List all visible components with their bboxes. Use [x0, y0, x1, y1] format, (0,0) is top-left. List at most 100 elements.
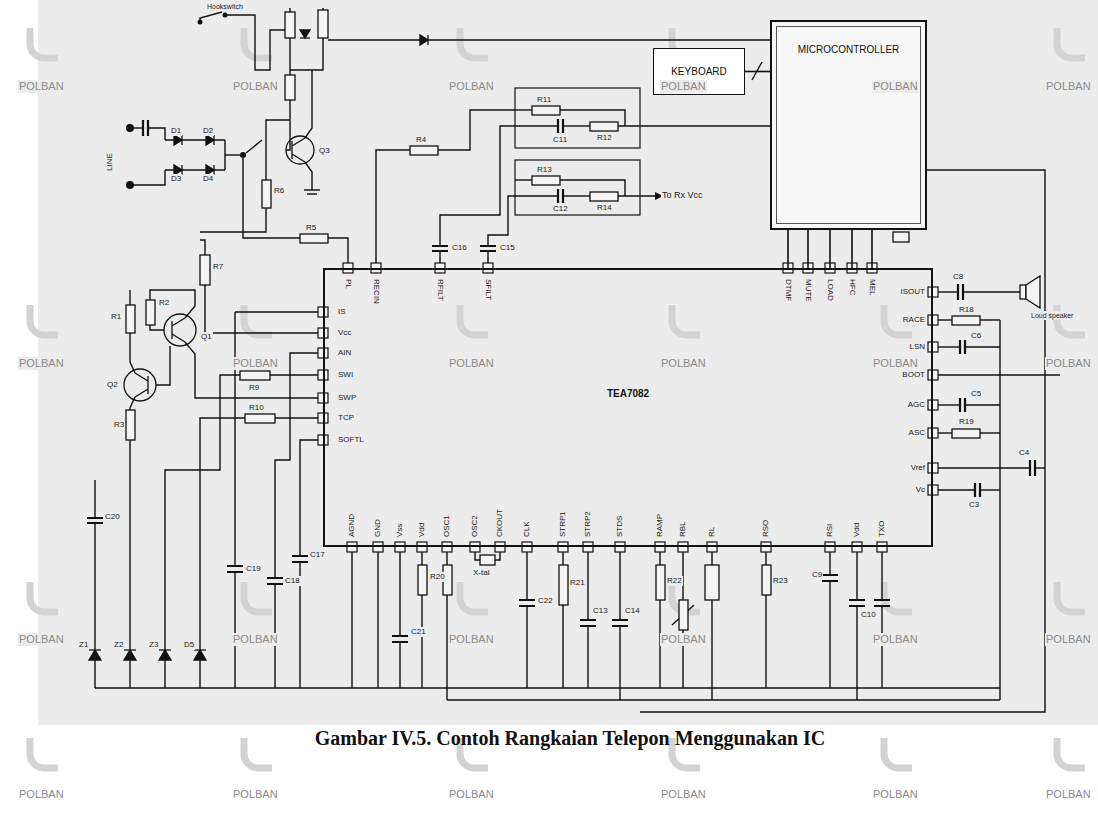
part-label: C16	[451, 243, 468, 253]
wire	[439, 251, 440, 263]
resistor-symbol	[590, 122, 618, 131]
watermark: POLBAN	[232, 357, 279, 370]
wire	[965, 404, 1000, 405]
transistor-symbol	[172, 318, 185, 342]
pin-name: Vdd	[417, 522, 427, 538]
part-label: C8	[952, 272, 964, 282]
part-label: R13	[536, 165, 553, 175]
wire	[305, 70, 312, 138]
part-label: R11	[536, 95, 552, 105]
wire	[376, 150, 410, 263]
wire	[938, 489, 975, 490]
ic-pin	[442, 542, 452, 552]
pin-name: Vss	[395, 523, 405, 538]
wire	[447, 699, 1000, 700]
wire	[765, 595, 766, 688]
part-label: R9	[248, 383, 260, 393]
wire	[563, 195, 590, 196]
part-label: D3	[170, 174, 182, 184]
pin-wire	[745, 71, 770, 73]
resistor-symbol	[200, 255, 210, 285]
pin-name: DTMF	[783, 278, 793, 302]
pin-name: Vcc	[337, 328, 352, 338]
watermark: POLBAN	[232, 633, 279, 646]
wire	[980, 432, 1000, 433]
ic-pin	[417, 542, 427, 552]
capacitor-symbol	[822, 575, 838, 581]
part-label: C10	[860, 610, 877, 620]
diode-symbol	[159, 650, 171, 660]
part-label: D1	[170, 126, 182, 136]
pin-name: AGC	[907, 400, 926, 410]
pin-name: CKOUT	[495, 508, 505, 538]
watermark: POLBAN	[872, 633, 919, 646]
wire	[95, 687, 1000, 688]
wire	[150, 325, 164, 330]
part-label: R7	[212, 262, 224, 272]
wire	[711, 600, 712, 700]
capacitor-symbol	[227, 566, 243, 572]
resistor-symbol	[952, 316, 980, 325]
pin-name: Vc	[915, 485, 926, 495]
pin-name: LOAD	[825, 278, 835, 302]
wire	[495, 552, 500, 560]
ic-pin	[615, 542, 625, 552]
wire	[1035, 467, 1045, 468]
resistor-symbol	[300, 234, 328, 243]
wire	[562, 605, 563, 688]
ic-pin	[373, 542, 383, 552]
wire	[305, 162, 312, 190]
ic-pin	[928, 400, 938, 410]
capacitor-symbol	[267, 578, 283, 584]
watermark: POLBAN	[660, 788, 707, 801]
pin-name: RAMP	[655, 513, 665, 538]
part-label: D5	[183, 640, 195, 650]
part-label: C17	[309, 550, 326, 560]
diode-symbol	[194, 649, 206, 650]
wire	[938, 291, 958, 292]
watermark: POLBAN	[1045, 80, 1092, 93]
terminal-dot	[223, 13, 228, 18]
wire	[938, 319, 952, 320]
transistor-symbol	[286, 136, 314, 164]
part-label: C22	[537, 596, 554, 606]
part-label: Q1	[200, 332, 213, 342]
pin-name: ISOUT	[900, 287, 926, 297]
ic-pin	[928, 342, 938, 352]
resistor-symbol	[952, 429, 980, 438]
pin-name: STRP2	[583, 510, 593, 538]
watermark-logo	[1057, 28, 1085, 58]
wire	[129, 290, 130, 305]
wire	[619, 552, 620, 620]
capacitor-symbol	[874, 600, 890, 606]
capacitor-symbol	[480, 246, 496, 251]
wire	[377, 552, 378, 688]
capacitor-symbol	[960, 398, 965, 412]
pin-name: MEL	[867, 278, 877, 296]
watermark: POLBAN	[18, 357, 65, 370]
wire	[640, 170, 1045, 712]
part-label: C13	[592, 606, 609, 616]
wire	[94, 480, 95, 518]
node-text: MICROCONTROLLER	[798, 44, 900, 55]
watermark-logo	[244, 582, 272, 612]
wire	[300, 440, 318, 556]
wire	[829, 581, 830, 688]
wire	[980, 489, 1000, 490]
ic-pin	[347, 542, 357, 552]
pin-name: RSI	[825, 523, 835, 538]
wire	[488, 196, 515, 246]
capacitor-symbol	[580, 620, 596, 626]
wire	[246, 140, 262, 153]
pin-name: AGND	[347, 513, 357, 538]
wire	[399, 642, 400, 688]
wire	[225, 154, 240, 155]
ic-pin	[583, 542, 593, 552]
pin-name: SFILT	[483, 278, 493, 301]
wire	[563, 125, 590, 126]
wire	[200, 418, 245, 688]
pin-name: SWI	[337, 370, 354, 380]
part-label: X-tal	[472, 568, 490, 578]
wire	[856, 552, 857, 600]
ic-pin	[395, 542, 405, 552]
